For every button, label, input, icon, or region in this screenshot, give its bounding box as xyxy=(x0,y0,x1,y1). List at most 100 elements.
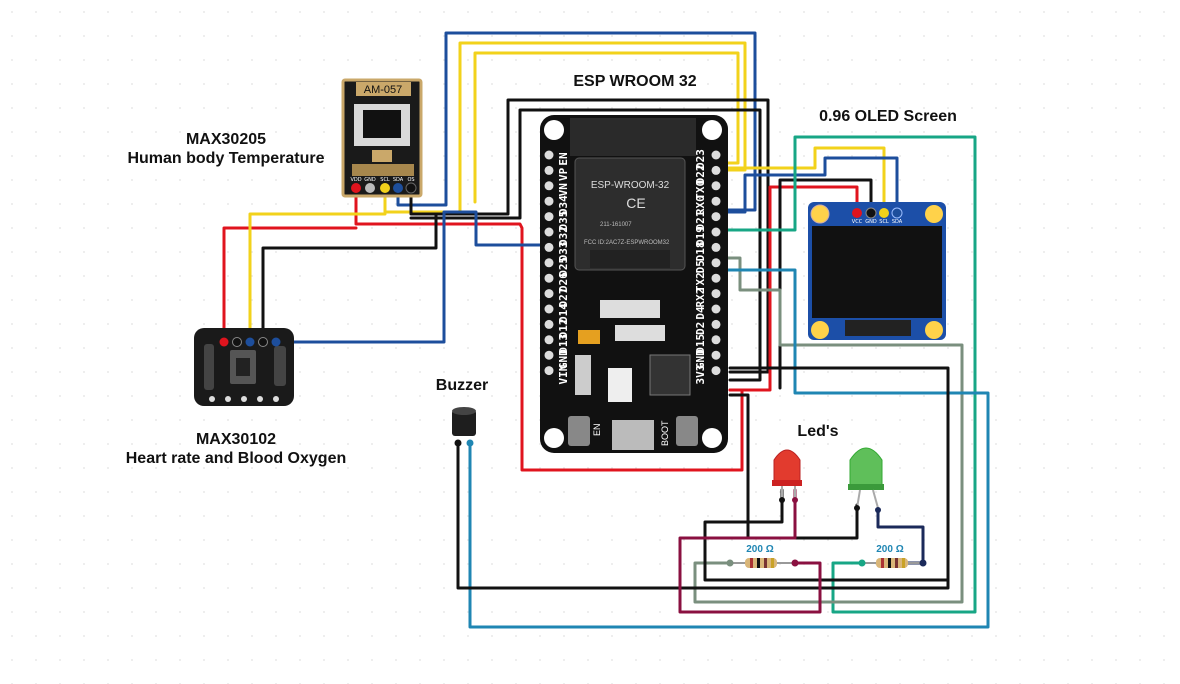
esp32-left-pin-label: D12 xyxy=(557,318,570,338)
esp32-left-pin-label: D33 xyxy=(557,241,570,261)
wire-yellow-loop xyxy=(473,51,740,204)
buzzer-body xyxy=(452,410,476,436)
resistor-2-band-3 xyxy=(895,558,898,568)
wire-black-led-red xyxy=(703,488,950,582)
wire-blue-oled-sda xyxy=(710,156,899,215)
oled-hole-tr xyxy=(925,205,943,223)
esp32-right-pin-label: TX2 xyxy=(694,272,707,292)
esp32-ams1117 xyxy=(608,368,632,402)
esp32-left-pin xyxy=(544,212,554,222)
esp32-antenna xyxy=(570,118,696,156)
esp32-left-pin xyxy=(544,366,554,376)
esp32-right-pin xyxy=(711,227,721,237)
oled-pin-label: GND xyxy=(865,219,877,225)
red-led-body xyxy=(773,449,801,483)
esp32-left-pin xyxy=(544,319,554,329)
esp32-right-pin xyxy=(711,304,721,314)
esp32-right-pin-label: D4 xyxy=(694,306,707,320)
green-led-pin-1 xyxy=(854,505,860,511)
red-led-pin-1 xyxy=(779,497,785,503)
esp32-en-label: EN xyxy=(592,423,602,436)
esp32-smd-row-2 xyxy=(615,325,665,341)
max30205-pin-os xyxy=(365,183,375,193)
esp32-left-pin-label: VP xyxy=(557,167,570,181)
wire-gray xyxy=(693,256,964,604)
resistor-2-value: 200 Ω xyxy=(876,544,903,555)
esp32-right-pin xyxy=(711,289,721,299)
red-led-pin-2 xyxy=(792,497,798,503)
green-led-anode xyxy=(872,489,879,509)
oled-pin-vcc xyxy=(852,208,862,218)
esp32-left-pin-label: VN xyxy=(557,183,570,196)
max30102-left-pads xyxy=(204,344,214,390)
esp32-ce-mark: CE xyxy=(626,195,645,211)
esp32-left-pin xyxy=(544,350,554,360)
max30205-chip xyxy=(363,110,401,138)
esp32-right-pin xyxy=(711,165,721,175)
esp32-left-pin-label: D26 xyxy=(557,272,570,292)
max30205-pin-label: VDD xyxy=(350,177,361,183)
esp32-right-pin-label: TX0 xyxy=(694,180,707,200)
esp32-left-pin-label: D32 xyxy=(557,226,570,246)
resistor-2-band-4 xyxy=(902,558,905,568)
esp32-mount-hole-tl xyxy=(544,120,564,140)
esp32-boot-button[interactable] xyxy=(676,416,698,446)
esp32-left-pin xyxy=(544,196,554,206)
buzzer xyxy=(452,407,476,447)
buzzer-pin-pos xyxy=(466,439,474,447)
leds-label: Led's xyxy=(797,423,839,440)
oled-screen xyxy=(812,226,942,318)
esp32-right-pin-label: D21 xyxy=(694,210,707,230)
esp32-left-pin-label: D27 xyxy=(557,288,570,308)
esp32-right-pin xyxy=(711,212,721,222)
esp32-right-pin-label: D22 xyxy=(694,164,707,184)
max30102-bottom-pads xyxy=(209,396,279,402)
oled-hole-bl xyxy=(811,321,829,339)
oled-hole-br xyxy=(925,321,943,339)
esp32-mount-hole-br xyxy=(702,428,722,448)
max30205-pin-label: OS xyxy=(407,177,414,183)
esp32-usb-port xyxy=(612,420,654,450)
esp32-boot-label: BOOT xyxy=(660,420,670,446)
resistor-1-band-4 xyxy=(771,558,774,568)
esp32-mount-hole-bl xyxy=(544,428,564,448)
esp32-id-text: 211-161007 xyxy=(600,222,632,228)
resistor-1-band-1 xyxy=(750,558,753,568)
oled-pin-scl xyxy=(879,208,889,218)
wire-black-oled-gnd xyxy=(778,178,873,390)
max30102-pin-gnd xyxy=(258,337,268,347)
esp32-left-pin xyxy=(544,165,554,175)
buzzer-pin-neg xyxy=(454,439,462,447)
esp32-en-button[interactable] xyxy=(568,416,590,446)
resistor-2-pin-b xyxy=(919,559,927,567)
wire-red-max30102-vin xyxy=(222,226,358,344)
esp32-right-pin xyxy=(711,258,721,268)
resistor-1-pin-b xyxy=(791,559,799,567)
wire-blue-temp-sda xyxy=(396,31,757,212)
max30205-marking-plate xyxy=(356,82,411,96)
esp32-left-pin xyxy=(544,335,554,345)
max30102-pin-int xyxy=(232,337,242,347)
oled-pin-label: SCL xyxy=(879,219,889,225)
esp32-left-pin xyxy=(544,289,554,299)
max30205-pin-label: GND xyxy=(364,177,376,183)
esp32-left-pin-label: EN xyxy=(557,152,570,165)
max30205-label-line2: Human body Temperature xyxy=(127,150,325,167)
max30102-module xyxy=(194,328,294,406)
esp32-usb-chip xyxy=(649,354,691,396)
esp32-right-pin-label: RX2 xyxy=(694,288,707,308)
wire-black-temp-gnd xyxy=(409,98,770,374)
esp-label: ESP WROOM 32 xyxy=(573,73,697,90)
max30205-cap xyxy=(372,150,392,162)
esp32-right-pin-label: D19 xyxy=(694,226,707,246)
esp32-left-pin xyxy=(544,258,554,268)
resistor-2-band-2 xyxy=(888,558,891,568)
esp32-left-pin-label: D14 xyxy=(557,303,570,323)
max30205-pin-label: SDA xyxy=(393,177,404,183)
esp32-right-pin xyxy=(711,196,721,206)
red-led-rim xyxy=(772,480,802,486)
esp32-right-pin-label: RX0 xyxy=(694,195,707,215)
